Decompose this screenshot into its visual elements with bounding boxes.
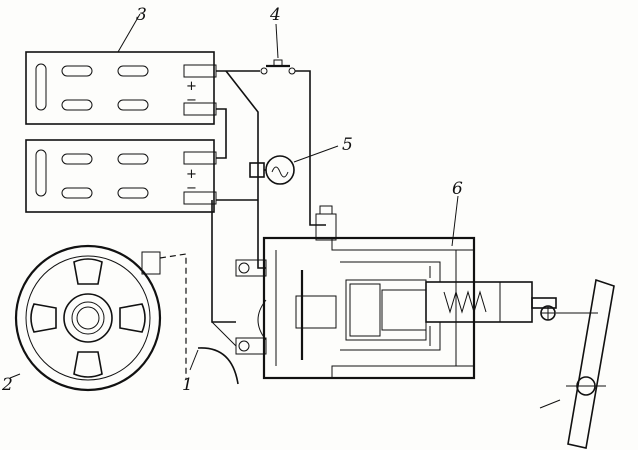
battery-lower-minus-sign: − (186, 181, 197, 196)
callout-2: 2 (1, 375, 13, 395)
starter-top-fitting (315, 213, 337, 241)
battery-upper: + − (25, 51, 217, 125)
drive-lever (539, 278, 615, 449)
battery-lower-plus-terminal (183, 151, 217, 165)
indicator-lamp (249, 145, 339, 185)
plunger (425, 281, 533, 323)
starter-terminal-bottom (235, 337, 267, 355)
battery-lower-cells (61, 153, 149, 199)
pole-right (119, 303, 146, 333)
solenoid-winding (349, 283, 381, 337)
battery-lower-minus-terminal (183, 191, 217, 205)
wire-to-lamp (225, 70, 259, 240)
magneto (9, 244, 187, 392)
pole-top (73, 258, 103, 285)
starter-assembly (235, 195, 598, 380)
wire-to-starter-bottom (211, 200, 236, 323)
battery-lower: + − (25, 139, 217, 213)
battery-upper-minus-sign: − (186, 93, 197, 108)
callout-4: 4 (269, 5, 281, 25)
battery-link-wire (216, 108, 227, 159)
ground-arc (197, 347, 239, 385)
magneto-terminal (141, 251, 161, 275)
callout-5: 5 (342, 135, 353, 155)
battery-upper-plus-terminal (183, 64, 217, 78)
callout-3: 3 (136, 5, 147, 25)
pole-left (30, 303, 57, 333)
callout-1: 1 (182, 375, 193, 395)
battery-upper-cells (61, 65, 149, 111)
switch (216, 59, 326, 226)
battery-upper-plus-sign: + (186, 79, 197, 94)
battery-lower-plus-sign: + (186, 167, 197, 182)
callout-6: 6 (452, 179, 463, 199)
pole-bottom (73, 351, 103, 378)
